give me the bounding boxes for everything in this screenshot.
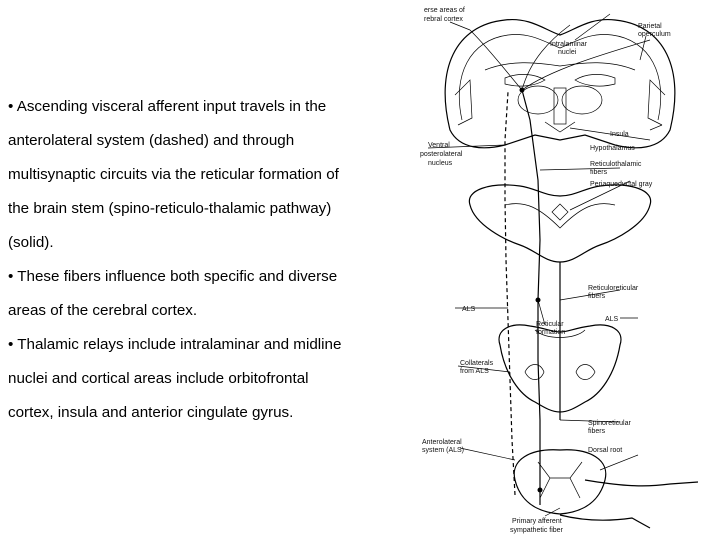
label-reticuloreticular-bottom: fibers <box>588 293 606 300</box>
label-anterolateral-bottom: system (ALS) <box>422 447 464 454</box>
text-line: (solid). <box>8 234 54 251</box>
lateral-ventricle-right <box>574 74 616 87</box>
cortical-fibers <box>469 24 651 91</box>
reticular-pathway <box>521 89 541 505</box>
label-reticulothalamic-top: Reticulothalamic <box>590 161 642 168</box>
text-line: anterolateral system (dashed) and throug… <box>8 132 295 149</box>
text-line: • Thalamic relays include intralaminar a… <box>8 336 342 353</box>
label-primary-afferent-bottom: sympathetic fiber <box>510 527 564 534</box>
text-line: multisynaptic circuits via the reticular… <box>8 166 339 183</box>
label-parietal-bottom: operculum <box>638 31 671 38</box>
text-line: • Ascending visceral afferent input trav… <box>8 98 327 115</box>
medulla-outline <box>498 324 622 413</box>
label-spinoreticular-bottom: fibers <box>588 428 606 435</box>
cerebral-aqueduct <box>551 203 569 221</box>
label-periaqueductal: Periaqueductal gray <box>590 181 653 188</box>
cerebrum-outline <box>444 18 676 149</box>
label-reticuloreticular-top: Reticuloreticular <box>588 285 639 292</box>
thalamic-relay-dot <box>519 87 525 93</box>
midbrain-inner <box>504 203 616 229</box>
label-cortex-bottom: rebral cortex <box>424 16 463 23</box>
label-dorsal-root: Dorsal root <box>588 447 622 454</box>
label-als-left: ALS <box>462 306 476 313</box>
label-reticulothalamic-bottom: fibers <box>590 169 608 176</box>
hypothalamus-region <box>544 121 576 133</box>
label-ventral-1: Ventral <box>428 142 450 149</box>
label-insula: Insula <box>610 131 629 138</box>
text-line: • These fibers influence both specific a… <box>8 268 338 285</box>
olive-left <box>524 364 545 380</box>
corpus-callosum <box>484 62 636 71</box>
label-parietal-top: Parietal <box>638 23 662 30</box>
lateral-ventricle-left <box>504 74 546 87</box>
text-line: nuclei and cortical areas include orbito… <box>8 370 309 387</box>
third-ventricle <box>553 87 567 125</box>
label-ventral-2: posterolateral <box>420 151 463 158</box>
label-reticular-formation-bottom: formation <box>536 329 565 336</box>
insula-right <box>647 79 666 126</box>
olive-right <box>575 364 596 380</box>
label-ventral-3: nucleus <box>428 160 453 167</box>
bullet-text-block: • Ascending visceral afferent input trav… <box>8 90 403 430</box>
label-reticular-formation-top: Reticular <box>536 321 564 328</box>
label-cortex-top: erse areas of <box>424 7 465 14</box>
label-spinoreticular-top: Spinoreticular <box>588 420 631 427</box>
spinal-gray-matter <box>537 461 583 499</box>
neuroanatomy-diagram: erse areas of rebral cortex Intralaminar… <box>410 0 720 540</box>
text-line: areas of the cerebral cortex. <box>8 302 198 319</box>
sympathetic-fiber <box>559 514 651 529</box>
leader-lines <box>427 13 663 517</box>
thalamus-left <box>517 85 559 115</box>
als-pathway <box>504 91 516 496</box>
text-line: cortex, insula and anterior cingulate gy… <box>8 404 294 421</box>
dorsal-root-fiber <box>584 479 699 487</box>
label-anterolateral-top: Anterolateral <box>422 439 462 446</box>
label-als-right: ALS <box>605 316 619 323</box>
spinal-dot <box>537 487 543 493</box>
label-collaterals-bottom: from ALS <box>460 368 489 375</box>
spinal-cord-outline <box>513 449 607 515</box>
midbrain-outline <box>468 184 652 263</box>
label-hypothalamus: Hypothalamus <box>590 145 635 152</box>
label-intralaminar-top: Intralaminar <box>550 41 588 48</box>
label-collaterals-top: Collaterals <box>460 360 494 367</box>
text-line: the brain stem (spino-reticulo-thalamic … <box>8 200 332 217</box>
diagram-svg: erse areas of rebral cortex Intralaminar… <box>420 7 699 534</box>
cortex-inner-outline <box>458 34 662 121</box>
label-intralaminar-bottom: nuclei <box>558 49 577 56</box>
thalamus-right <box>561 85 603 115</box>
label-primary-afferent-top: Primary afferent <box>512 518 562 525</box>
insula-left <box>454 79 473 126</box>
